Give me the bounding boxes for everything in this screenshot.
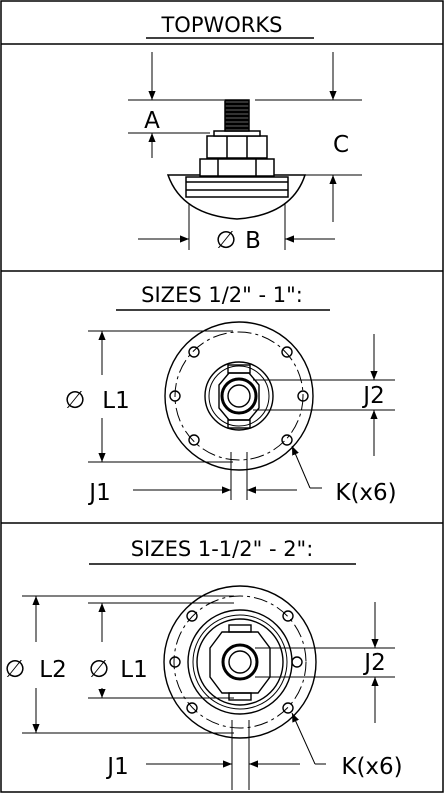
small-stem-outer bbox=[220, 377, 258, 415]
dim-small-l1-diameter-symbol: ∅ bbox=[65, 386, 86, 414]
large-hex-nut bbox=[209, 631, 271, 694]
dim-large-l2-label: L2 bbox=[39, 657, 66, 683]
large-extension-lines bbox=[22, 595, 395, 790]
dim-large-k-label: K(x6) bbox=[341, 754, 402, 780]
small-bolt-hole bbox=[281, 434, 293, 446]
small-size-title: SIZES 1/2" - 1": bbox=[141, 283, 303, 307]
small-bolt-hole bbox=[188, 434, 200, 446]
large-bolt-hole bbox=[282, 702, 294, 714]
topworks-title: TOPWORKS bbox=[160, 13, 282, 37]
large-flange-outer bbox=[163, 585, 317, 739]
large-bolt-hole bbox=[282, 610, 294, 622]
dim-large-l1-diameter-symbol: ∅ bbox=[89, 655, 110, 683]
large-flange bbox=[163, 585, 317, 739]
dim-small-k-label: K(x6) bbox=[335, 480, 396, 506]
dim-large-j1-label: J1 bbox=[105, 754, 128, 780]
large-stem-inner bbox=[228, 650, 252, 674]
small-bore-ring bbox=[204, 361, 274, 431]
dim-b-diameter-symbol: ∅ bbox=[216, 226, 237, 254]
small-flange bbox=[164, 321, 314, 471]
small-stem-inner bbox=[227, 384, 251, 408]
large-size-panel: SIZES 1-1/2" - 2": bbox=[5, 537, 403, 790]
small-bolt-hole bbox=[188, 346, 200, 358]
topworks-threaded-stem bbox=[224, 99, 250, 132]
small-size-panel: SIZES 1/2" - 1": bbox=[65, 283, 397, 506]
small-bolt-hole bbox=[169, 390, 181, 402]
small-bolt-circle bbox=[174, 331, 304, 461]
dim-small-k-leader bbox=[291, 445, 322, 489]
dim-small-j2-label: J2 bbox=[361, 383, 384, 409]
topworks-base-block bbox=[185, 176, 289, 198]
large-stem-outer bbox=[221, 643, 259, 681]
small-flange-outer bbox=[164, 321, 314, 471]
dim-small-l1-label: L1 bbox=[102, 388, 129, 414]
large-bolt-circle bbox=[173, 595, 307, 729]
large-bolt-hole bbox=[186, 610, 198, 622]
small-extension-lines bbox=[88, 330, 395, 500]
large-bolt-hole bbox=[291, 656, 303, 668]
dim-b-label: B bbox=[245, 228, 261, 254]
dim-large-l2-diameter-symbol: ∅ bbox=[5, 655, 26, 683]
dim-small-j1-label: J1 bbox=[87, 480, 110, 506]
topworks-lower-nut bbox=[199, 158, 275, 177]
large-bolt-hole bbox=[186, 702, 198, 714]
dim-large-k-leader bbox=[291, 712, 326, 765]
dim-large-l1-label: L1 bbox=[120, 657, 147, 683]
topworks-body bbox=[166, 99, 307, 220]
small-bolt-hole bbox=[297, 390, 309, 402]
dim-a bbox=[140, 52, 164, 158]
small-bolt-hole bbox=[281, 346, 293, 358]
dim-c-label: C bbox=[333, 132, 349, 158]
large-body-ring-2 bbox=[192, 614, 288, 710]
large-body-ring-3 bbox=[196, 618, 284, 706]
small-bore-ring-inner bbox=[208, 365, 270, 427]
topworks-panel: TOPWORKS bbox=[128, 13, 362, 254]
large-size-title: SIZES 1-1/2" - 2": bbox=[131, 537, 314, 561]
dim-a-label: A bbox=[144, 108, 160, 134]
dim-large-j2-label: J2 bbox=[362, 650, 385, 676]
large-bolt-hole bbox=[169, 656, 181, 668]
topworks-upper-nut bbox=[206, 135, 268, 159]
